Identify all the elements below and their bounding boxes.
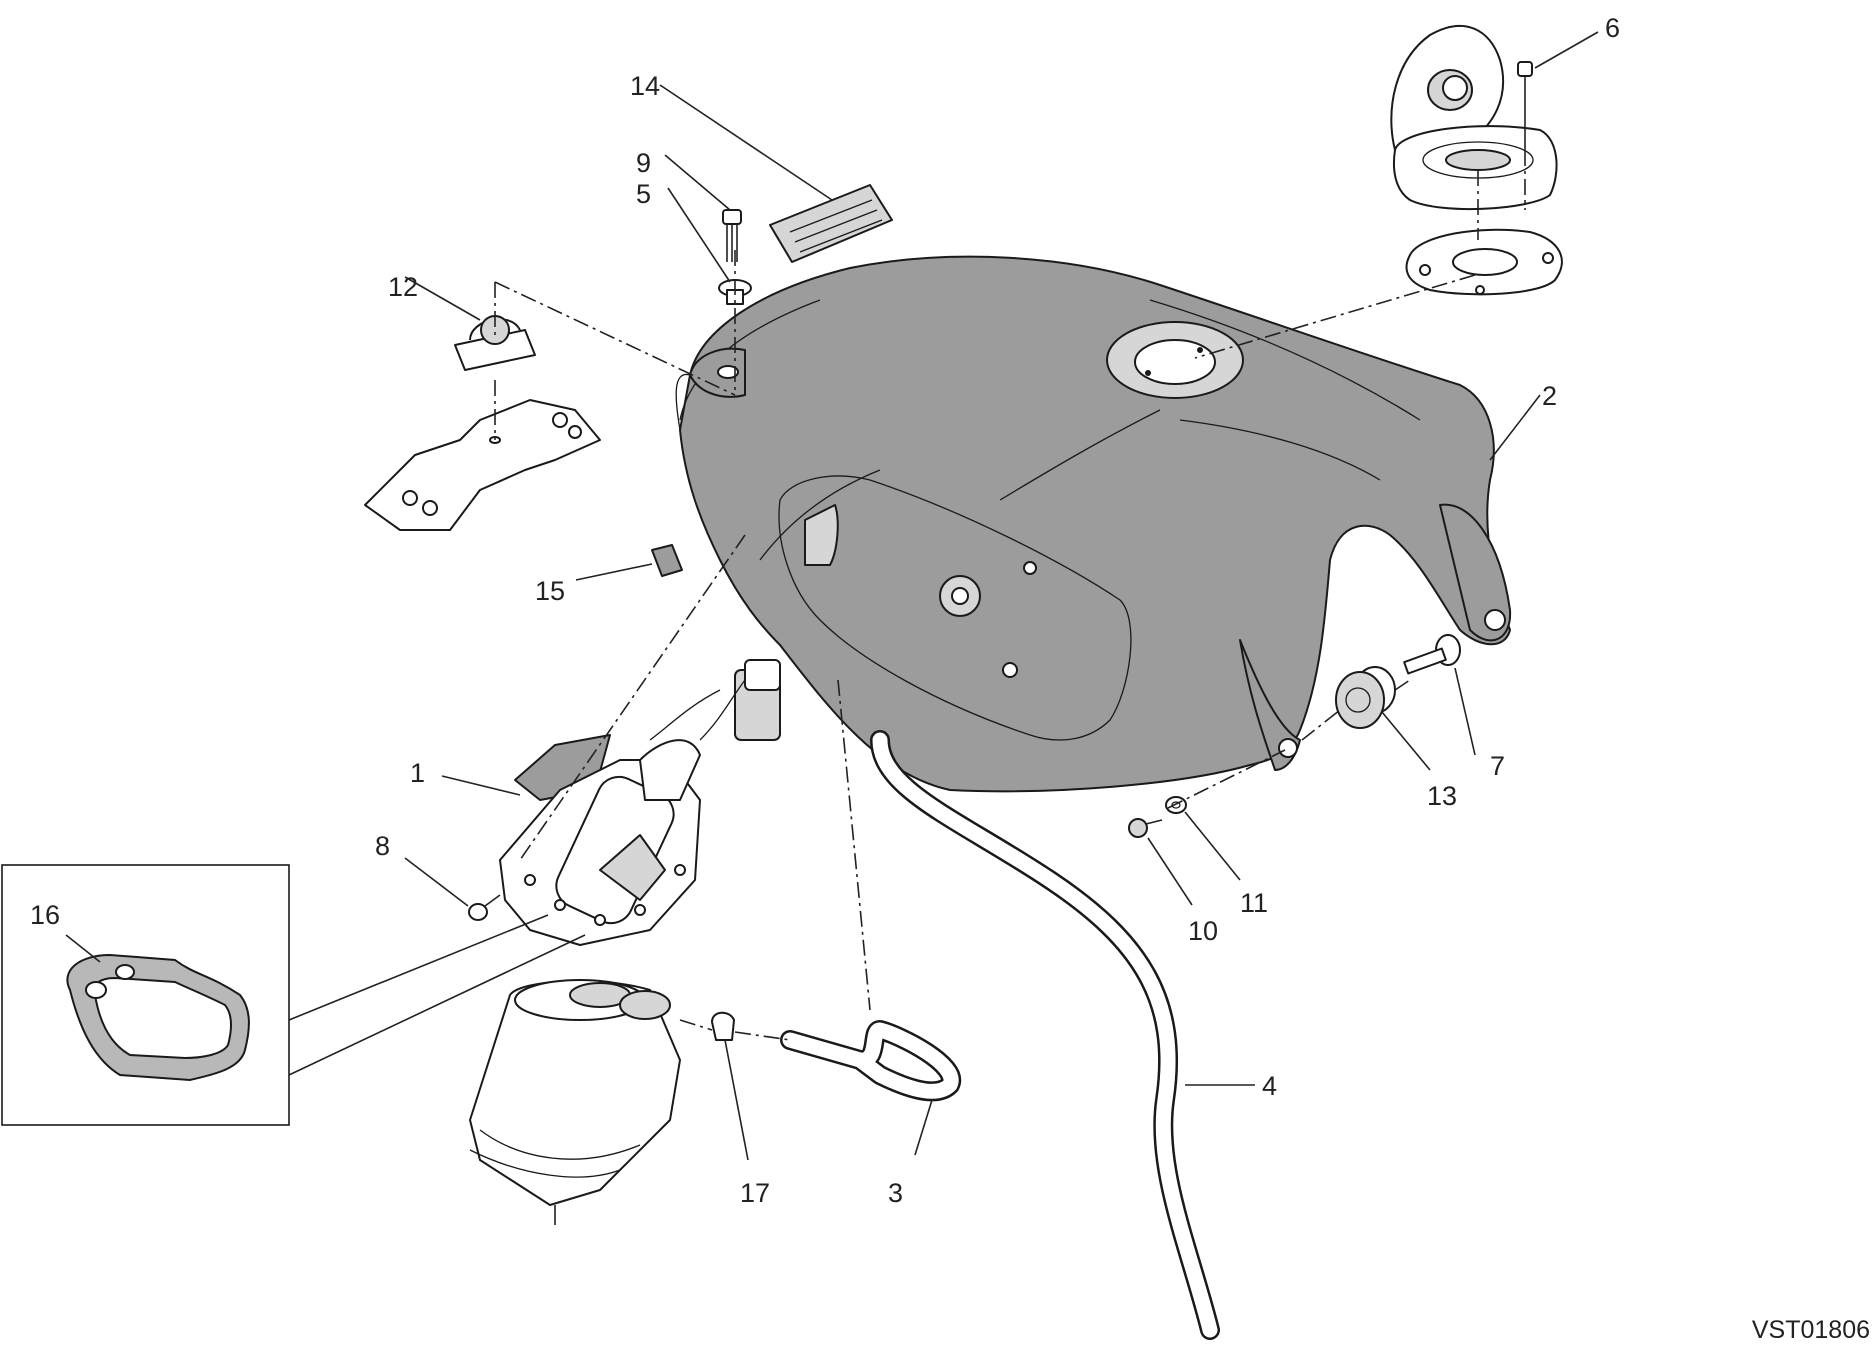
callout-labels: 1 2 3 4 5 6 7 8 9 10 11 12 13 14 15 16 1… — [30, 13, 1620, 1208]
gasket-inset-frame — [1, 864, 290, 1126]
callout-10: 10 — [1188, 916, 1218, 946]
connector-12[interactable] — [454, 315, 536, 371]
drawing-code: VST01806 — [1752, 1316, 1870, 1344]
mounting-bracket[interactable] — [364, 399, 601, 531]
hose-clamp-17[interactable] — [711, 1011, 735, 1041]
screw-7[interactable] — [1403, 634, 1461, 675]
clip-15[interactable] — [651, 544, 683, 577]
fuel-filter[interactable] — [469, 979, 681, 1225]
fuel-tank[interactable] — [675, 255, 1512, 793]
screw-10[interactable] — [1128, 818, 1163, 838]
callout-7: 7 — [1490, 751, 1505, 781]
callout-13: 13 — [1427, 781, 1457, 811]
callout-5: 5 — [636, 179, 651, 209]
bolt-9[interactable] — [722, 209, 742, 262]
callout-16: 16 — [30, 900, 60, 930]
callout-9: 9 — [636, 148, 651, 178]
rubber-mount-13[interactable] — [1335, 666, 1396, 729]
warning-label-14[interactable] — [769, 184, 893, 263]
filler-cap-assembly[interactable] — [1390, 25, 1558, 211]
filler-gasket-ring[interactable] — [1405, 228, 1563, 296]
callout-4: 4 — [1262, 1071, 1277, 1101]
inset-connector-lower — [288, 934, 586, 1076]
callout-11: 11 — [1240, 888, 1268, 918]
leader-lines — [65, 31, 1599, 1161]
fuel-pump-1[interactable] — [499, 659, 781, 946]
callout-15: 15 — [535, 576, 565, 606]
callout-2: 2 — [1542, 381, 1557, 411]
assembly-axis-lines — [494, 150, 1526, 1041]
callout-14: 14 — [630, 71, 660, 101]
inset-connector-upper — [288, 914, 549, 1021]
callout-8: 8 — [375, 831, 390, 861]
callout-1: 1 — [410, 758, 425, 788]
drain-hose-4[interactable] — [870, 730, 1220, 1340]
gasket-16[interactable] — [66, 953, 250, 1082]
screw-6[interactable] — [1517, 61, 1533, 150]
breather-hose-3[interactable] — [780, 1020, 961, 1102]
washer-11[interactable] — [1165, 796, 1187, 814]
callout-3: 3 — [888, 1178, 903, 1208]
screw-8[interactable] — [468, 894, 501, 921]
callout-12: 12 — [388, 272, 418, 302]
callout-17: 17 — [740, 1178, 770, 1208]
callout-6: 6 — [1605, 13, 1620, 43]
